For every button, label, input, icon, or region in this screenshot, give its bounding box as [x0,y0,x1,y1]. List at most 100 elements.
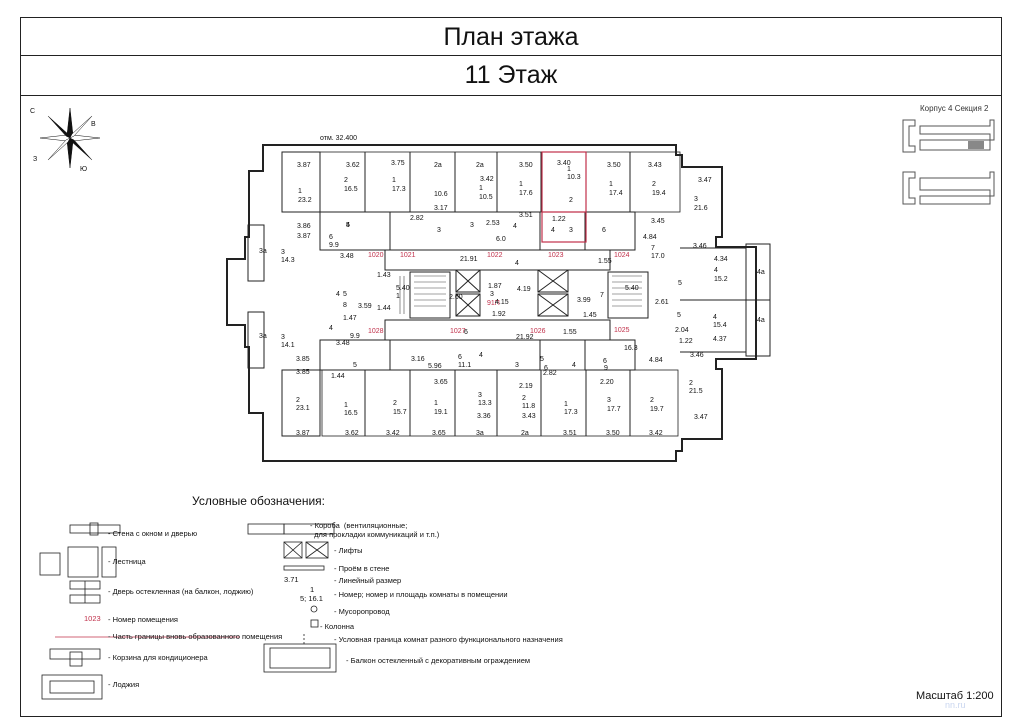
room-label: 4 [513,223,517,230]
room-label: 1.45 [583,312,597,319]
room-label: 9.9 [329,242,339,249]
apartment-number: 1025 [614,327,630,334]
room-label: 3.40 [557,160,571,167]
room-label: 1 [564,401,568,408]
room-label: 5 [677,312,681,319]
room-label: 3 [515,362,519,369]
room-label: 2 [650,397,654,404]
room-label: 3.59 [358,303,372,310]
room-label: 19.1 [434,409,448,416]
legend-item-glazed-door: - Дверь остекленная (на балкон, лоджию) [108,587,254,596]
room-label: 4.37 [713,336,727,343]
legend-item-stairs: - Лестница [108,557,146,566]
room-label: 1.22 [552,216,566,223]
legend-item-new-boundary: - Часть границы вновь образованного поме… [108,632,283,641]
room-label: 4а [757,317,765,324]
room-label: 16.5 [344,186,358,193]
room-label: 5.40 [625,285,639,292]
room-label: 17.6 [519,190,533,197]
room-label: 10.6 [434,191,448,198]
room-label: 3.42 [386,430,400,437]
room-label: 1 [609,181,613,188]
legend-symbols-right [247,523,337,673]
room-label: 3.16 [411,356,425,363]
room-label: 17.3 [392,186,406,193]
apartment-number: 1020 [368,252,384,259]
room-label: 1 [392,177,396,184]
room-label: 2.60 [449,294,463,301]
watermark: nn.ru [945,700,966,710]
room-label: 5 [346,222,350,229]
room-label: 3 [490,291,494,298]
room-label: 21.5 [689,388,703,395]
room-label: 2а [476,162,484,169]
room-label: 4 [515,260,519,267]
apartment-number: 1027 [450,328,466,335]
room-label: 7 [651,245,655,252]
legend-item-room-boundary: - Условная граница комнат разного функци… [334,635,563,644]
room-label: 11.1 [458,362,472,369]
elevation-label: отм. 32.400 [320,135,358,142]
room-label: 1.55 [598,258,612,265]
room-label: 3 [470,222,474,229]
room-label: 1.47 [343,315,357,322]
room-label: 3.62 [346,162,360,169]
room-label: 2.82 [543,370,557,377]
legend-item-room-number: - Номер помещения [108,615,178,624]
room-label: 3.86 [297,223,311,230]
room-label: 2.61 [655,299,669,306]
room-label: 5 [540,356,544,363]
legend-item-garbage-chute: - Мусоропровод [334,607,390,616]
room-label: 3 [694,196,698,203]
room-label: 6 [603,358,607,365]
room-label: 1 [434,400,438,407]
legend-sample-room-num: 1 [310,585,315,594]
legend-item-wall: - Стена с окном и дверью [108,529,198,538]
key-plan [902,119,995,205]
room-label: 6 [464,329,468,336]
room-label: 2а [434,162,442,169]
apartment-number: 1026 [530,328,546,335]
room-label: 3.42 [649,430,663,437]
room-label: 7 [600,292,604,299]
room-label: 3.51 [563,430,577,437]
room-label: 5 [678,280,682,287]
room-label: 23.1 [296,405,310,412]
room-label: 3.43 [522,413,536,420]
room-label: 2.19 [519,383,533,390]
corpus-label: Корпус 4 Секция 2 [920,104,989,113]
room-label: 4 [346,222,350,229]
room-label: 3.47 [698,177,712,184]
room-label: 3.46 [693,243,707,250]
compass-north: С [30,108,36,115]
room-label: 2а [521,430,529,437]
room-label: 8 [343,302,347,309]
legend-item-elevators: - Лифты [334,546,363,555]
room-label: 1.55 [563,329,577,336]
room-label: 6 [458,354,462,361]
room-label: 3.85 [296,356,310,363]
room-label: 3.45 [651,218,665,225]
room-label: 3 [607,397,611,404]
apartment-number: 1022 [487,252,503,259]
legend-item-loggia: - Лоджия [108,680,140,689]
compass-south: Ю [80,166,88,173]
room-label: 3 [281,334,285,341]
room-label: 3.85 [296,369,310,376]
room-label: 2.20 [600,379,614,386]
room-label: 4 [551,227,555,234]
room-label: 4 [336,291,340,298]
room-label: 3а [259,333,267,340]
scale-label: Масштаб 1:200 [916,690,994,702]
room-label: 10.5 [479,194,493,201]
legend-sample-room-area: 5; 16.1 [300,594,323,603]
room-label: 2 [689,380,693,387]
room-label: 3.62 [345,430,359,437]
room-label: 6 [329,234,333,241]
room-label: 3.87 [297,162,311,169]
room-label: 17.0 [651,253,665,260]
room-label: 1 [396,293,400,300]
room-label: 15.4 [713,322,727,329]
room-label: 1.44 [377,305,391,312]
